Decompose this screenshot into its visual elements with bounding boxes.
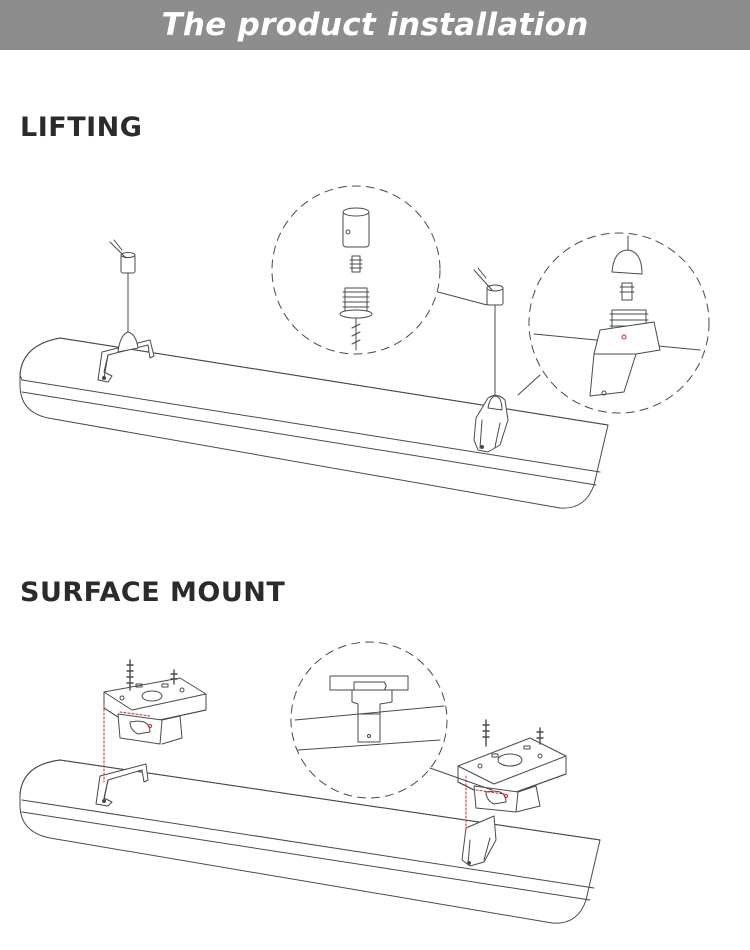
- section-title-surface-mount: SURFACE MOUNT: [20, 577, 286, 608]
- right-ceiling-plate: [458, 720, 566, 830]
- right-suspension-bracket: [474, 268, 508, 452]
- left-mount-bracket: [96, 764, 148, 806]
- header-bar: The product installation: [0, 0, 750, 50]
- detail-circle-bracket: [518, 233, 709, 413]
- luminaire-body: [20, 760, 600, 923]
- luminaire-body: [20, 338, 608, 508]
- right-mount-bracket: [462, 816, 496, 866]
- detail-circle-gripper: [272, 186, 487, 354]
- detail-circle-mount: [291, 642, 492, 798]
- left-ceiling-plate: [104, 660, 206, 782]
- page-title: The product installation: [161, 7, 589, 43]
- lifting-illustration: [0, 175, 750, 535]
- surface-mount-illustration: [0, 635, 750, 940]
- section-title-lifting: LIFTING: [20, 112, 143, 143]
- left-suspension-bracket: [98, 240, 154, 382]
